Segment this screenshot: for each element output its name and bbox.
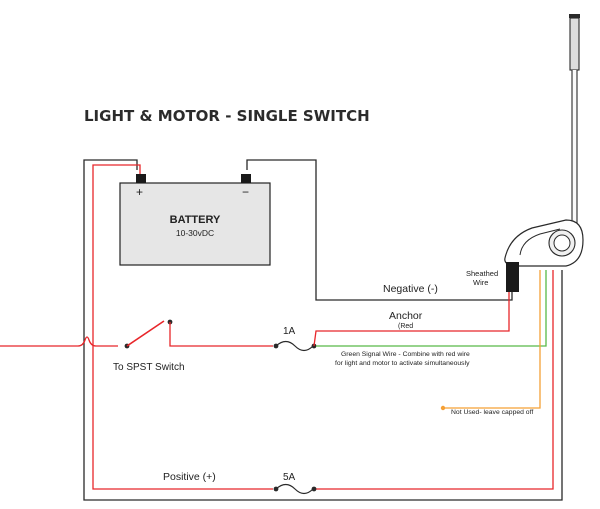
battery-label: BATTERY	[170, 214, 221, 226]
capped-wire-end	[440, 405, 446, 411]
diagram-title: LIGHT & MOTOR - SINGLE SWITCH	[84, 107, 370, 125]
negative-label: Negative (-)	[383, 283, 438, 295]
spst-switch[interactable]	[124, 319, 173, 349]
anchor-light-mount	[504, 14, 584, 292]
anchor-red-wire	[313, 290, 510, 347]
fuse-1a-label: 1A	[283, 326, 296, 337]
battery-negative-symbol: −	[242, 185, 249, 199]
orange-unused-wire	[443, 270, 541, 409]
negative-wire	[246, 159, 513, 301]
positive-supply-wire	[92, 164, 273, 490]
positive-label: Positive (+)	[163, 471, 216, 483]
green-wire-note-line2: for light and motor to activate simultan…	[335, 360, 470, 367]
battery	[119, 174, 271, 266]
battery-positive-terminal	[136, 174, 146, 183]
input-red-wire	[0, 336, 118, 347]
battery-positive-symbol: +	[136, 185, 143, 199]
ground-frame-wire	[83, 159, 563, 501]
sheathed-label-line1: Sheathed	[466, 269, 498, 278]
green-signal-wire	[316, 270, 547, 347]
sheathed-label-line2: Wire	[473, 278, 488, 287]
battery-negative-terminal	[241, 174, 251, 183]
fuse-5a-label: 5A	[283, 472, 296, 483]
fuse-1a	[273, 340, 317, 352]
green-wire-note-line1: Green Signal Wire - Combine with red wir…	[341, 351, 470, 358]
anchor-sub-label: (Red	[398, 323, 413, 330]
positive-return-wire	[315, 270, 554, 490]
sheathed-wire-sleeve	[506, 262, 519, 292]
fuse-5a	[273, 483, 317, 495]
battery-voltage: 10-30vDC	[176, 228, 214, 238]
switch-lever	[126, 320, 165, 347]
switch-to-fuse-wire	[169, 322, 273, 347]
anchor-label: Anchor	[389, 310, 423, 322]
switch-label: To SPST Switch	[113, 362, 185, 373]
not-used-note: Not Used- leave capped off	[451, 409, 533, 416]
